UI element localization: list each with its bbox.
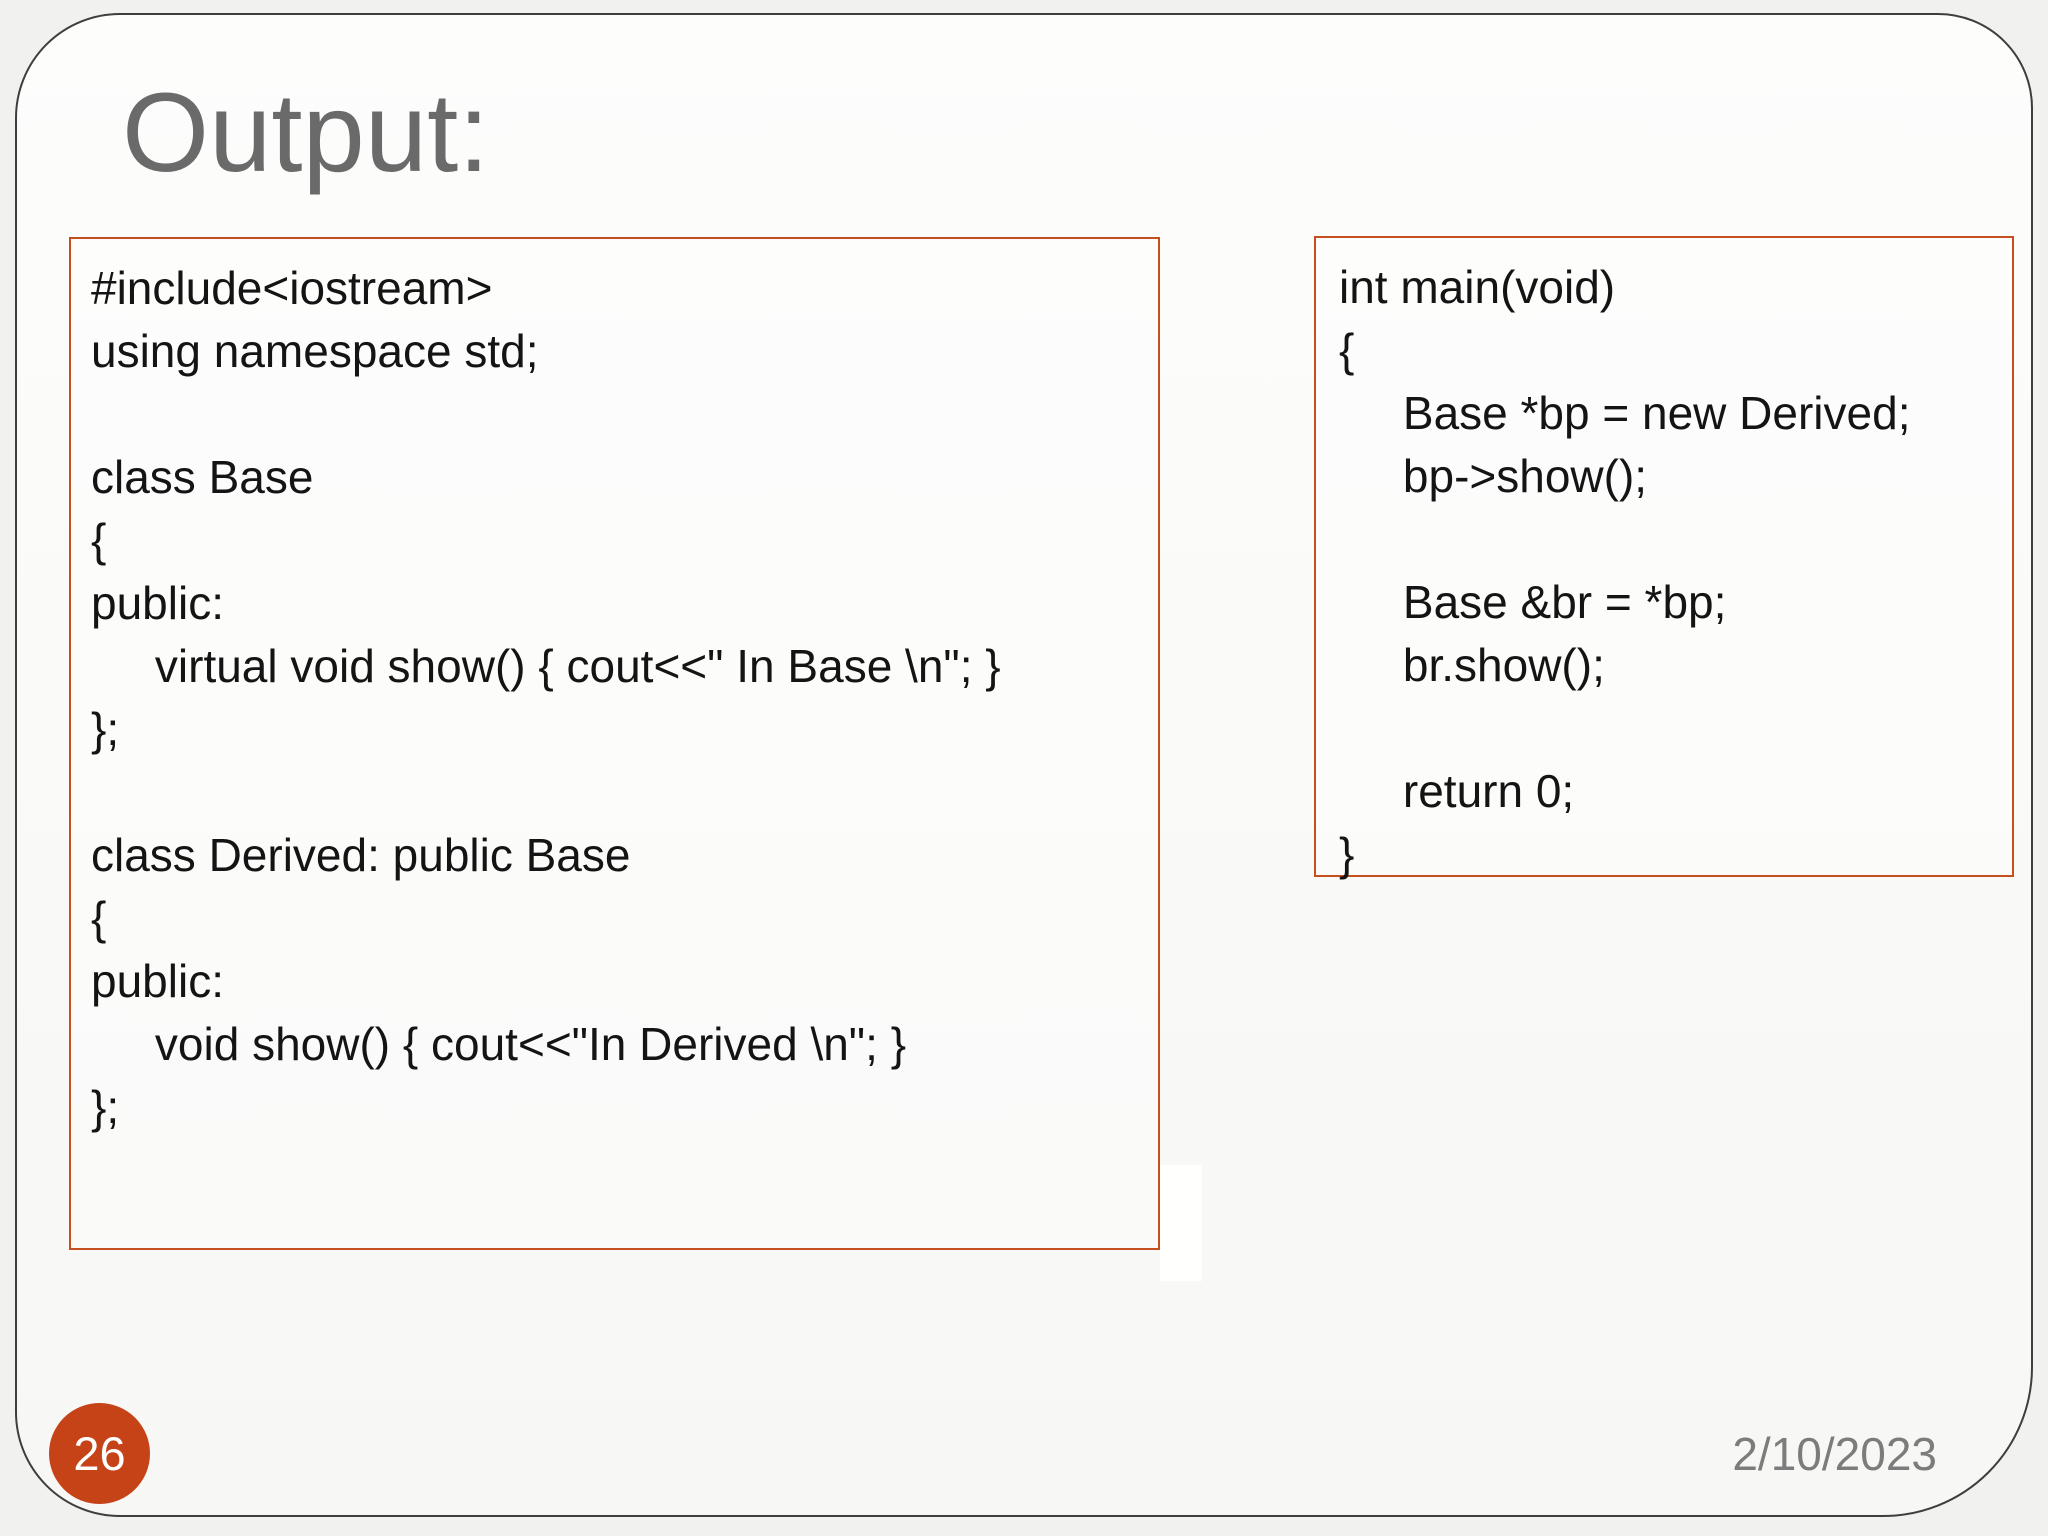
background-highlight: [1160, 1165, 1202, 1281]
code-main-text: int main(void) { Base *bp = new Derived;…: [1339, 261, 1911, 880]
slide-title: Output:: [122, 70, 490, 195]
slide-date: 2/10/2023: [1732, 1428, 1937, 1480]
page-number: 26: [73, 1427, 126, 1480]
page-number-badge: 26: [49, 1403, 150, 1504]
code-box-source: #include<iostream> using namespace std; …: [69, 237, 1160, 1250]
code-box-main: int main(void) { Base *bp = new Derived;…: [1314, 236, 2014, 880]
code-source-text: #include<iostream> using namespace std; …: [91, 262, 1001, 1133]
slide: Output: #include<iostream> using namespa…: [15, 13, 2033, 1517]
